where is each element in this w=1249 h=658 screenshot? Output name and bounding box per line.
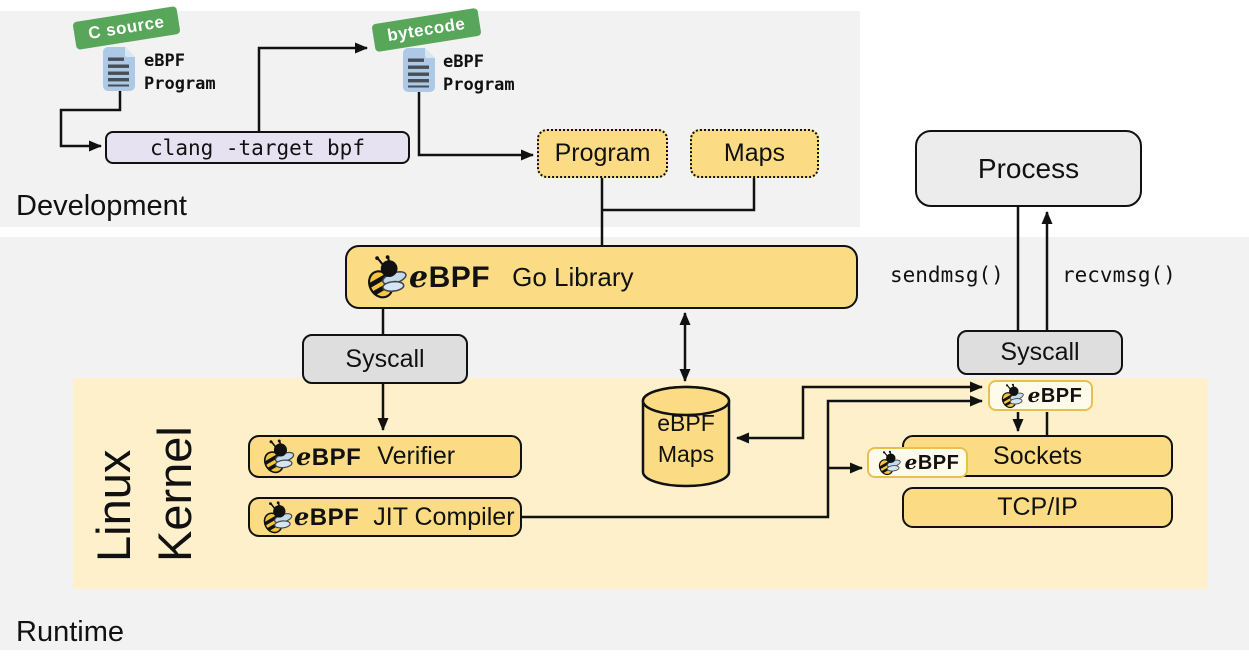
source-document-icon (100, 45, 138, 93)
clang-box: clang -target bpf (105, 131, 410, 164)
runtime-section-label: Runtime (16, 616, 124, 648)
bytecode-document-icon (400, 46, 438, 94)
recvmsg-label: recvmsg() (1062, 263, 1176, 287)
ebpf-badge-top: eBPF (988, 380, 1093, 411)
source-doc-label: eBPF Program (144, 51, 216, 94)
bee-icon (363, 255, 409, 299)
syscall-box-left: Syscall (302, 334, 468, 384)
jit-compiler-box: eBPF JIT Compiler (248, 497, 522, 537)
bee-icon (260, 501, 294, 534)
tcpip-box: TCP/IP (902, 487, 1173, 528)
verifier-box: eBPF Verifier (248, 435, 522, 478)
sendmsg-label: sendmsg() (890, 263, 1004, 287)
go-library-label: Go Library (512, 261, 634, 292)
ebpf-logo: eBPF (294, 502, 360, 531)
ebpf-logo: eBPF (296, 441, 362, 471)
process-box: Process (915, 130, 1142, 207)
linux-kernel-label: Linux Kernel (87, 426, 202, 562)
jit-compiler-label: JIT Compiler (373, 502, 515, 531)
verifier-label: Verifier (377, 442, 456, 470)
maps-box: Maps (690, 129, 819, 178)
program-box: Program (537, 129, 668, 178)
clang-command-label: clang -target bpf (150, 135, 365, 160)
ebpf-logo: eBPF (409, 259, 491, 295)
ebpf-badge-socket: eBPF (867, 447, 968, 478)
ebpf-maps-label: eBPF Maps (657, 410, 715, 467)
syscall-box-right: Syscall (957, 330, 1123, 375)
bee-icon (876, 450, 902, 476)
bee-icon (999, 383, 1025, 409)
bytecode-doc-label: eBPF Program (443, 52, 515, 95)
go-library-box: eBPF Go Library (345, 245, 858, 309)
bee-icon (260, 439, 296, 474)
development-section-label: Development (16, 190, 187, 222)
